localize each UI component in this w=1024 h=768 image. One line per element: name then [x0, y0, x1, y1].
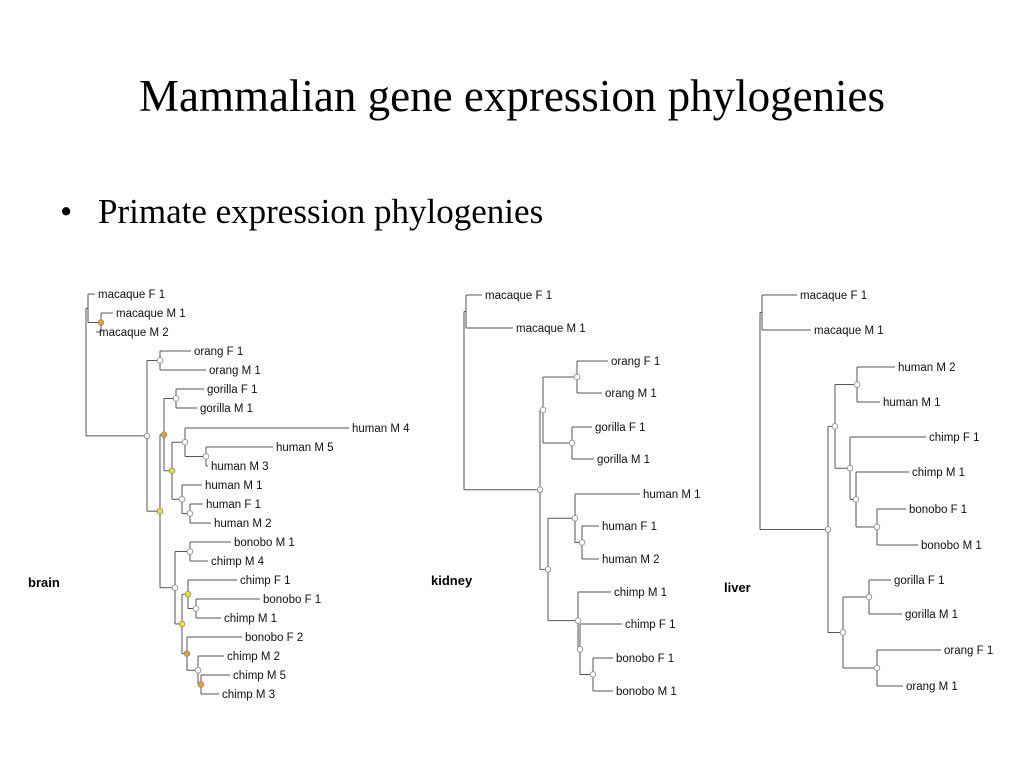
tree-node-marker [181, 439, 189, 446]
tree-node-marker [178, 620, 186, 628]
leaf-label: bonobo M 1 [234, 537, 295, 549]
leaf-label: chimp M 3 [222, 689, 275, 701]
leaf-label: chimp M 1 [912, 467, 965, 479]
tree-node-marker [168, 467, 176, 474]
tree-node-marker [853, 381, 861, 388]
tree-node-marker [186, 510, 194, 517]
bullet-glyph: • [60, 192, 73, 231]
tree-node-marker [536, 486, 544, 493]
leaf-label: macaque F 1 [98, 289, 165, 301]
leaf-label: bonobo F 1 [909, 504, 967, 516]
tree-node-marker [97, 319, 105, 326]
tree-node-marker [873, 664, 881, 672]
tree-node-marker [865, 593, 873, 601]
tree-node-marker [184, 591, 192, 598]
leaf-label: human M 1 [205, 480, 263, 492]
leaf-label: macaque M 2 [99, 327, 169, 339]
leaf-label: orang M 1 [209, 365, 261, 377]
leaf-label: chimp F 1 [929, 432, 980, 444]
leaf-label: gorilla M 1 [597, 454, 650, 466]
tree-node-marker [839, 629, 847, 636]
leaf-label: bonobo F 1 [263, 594, 321, 606]
leaf-label: gorilla F 1 [894, 575, 945, 587]
leaf-label: orang F 1 [944, 645, 993, 657]
leaf-label: chimp M 4 [211, 556, 265, 568]
leaf-label: bonobo F 1 [616, 653, 674, 665]
slide-title: Mammalian gene expression phylogenies [138, 71, 886, 121]
leaf-label: human M 1 [883, 397, 941, 409]
tree-node-marker [171, 584, 179, 591]
leaf-label: bonobo M 1 [921, 540, 982, 552]
tree-node-marker [156, 357, 164, 364]
leaf-label: human F 1 [206, 499, 261, 511]
panel-label-brain: brain [28, 575, 60, 590]
leaf-label: gorilla M 1 [200, 403, 253, 415]
tree-node-marker [192, 605, 200, 612]
leaf-label: chimp F 1 [625, 619, 676, 631]
tree-node-marker [197, 681, 205, 688]
leaf-label: human M 5 [276, 442, 334, 454]
tree-node-marker [846, 465, 854, 472]
tree-node-marker [143, 432, 151, 440]
leaf-label: chimp F 1 [240, 575, 291, 587]
leaf-label: macaque F 1 [485, 290, 552, 302]
leaf-label: macaque M 1 [814, 325, 884, 337]
tree-node-marker [873, 523, 881, 531]
tree-node-marker [578, 539, 586, 546]
tree-node-marker [571, 515, 579, 522]
bullet-item: • Primate expression phylogenies [60, 188, 543, 236]
tree-node-marker [544, 566, 552, 573]
leaf-label: human M 3 [211, 461, 269, 473]
leaf-label: gorilla M 1 [905, 609, 958, 621]
leaf-label: gorilla F 1 [595, 422, 646, 434]
leaf-label: chimp M 1 [224, 613, 277, 625]
leaf-label: orang F 1 [194, 346, 243, 358]
leaf-label: gorilla F 1 [207, 384, 258, 396]
leaf-label: macaque M 1 [116, 308, 186, 320]
tree-node-marker [576, 646, 584, 653]
tree-node-marker [539, 406, 547, 414]
leaf-label: human M 2 [898, 362, 956, 374]
leaf-label: orang M 1 [605, 388, 657, 400]
tree-node-marker [824, 526, 832, 533]
leaf-label: human M 1 [643, 489, 701, 501]
leaf-label: human M 2 [602, 554, 660, 566]
leaf-label: chimp M 5 [233, 670, 286, 682]
panel-label-liver: liver [724, 580, 751, 595]
tree-node-marker [574, 617, 582, 624]
tree-node-marker [178, 496, 186, 503]
tree-node-marker [831, 423, 839, 430]
bullet-text: Primate expression phylogenies [98, 192, 544, 231]
leaf-label: macaque M 1 [516, 323, 586, 335]
leaf-label: orang F 1 [611, 356, 660, 368]
leaf-label: chimp M 2 [227, 651, 280, 663]
tree-liver: liver macaque F 1 macaque M 1 human M 2 hum… [724, 290, 993, 693]
tree-kidney: kidney macaque F 1 macaque M 1 orang F 1 or… [431, 290, 701, 698]
tree-brain: brain macaque F 1 macaque M 1 macaque M 2 o… [28, 289, 410, 701]
tree-node-marker [202, 453, 210, 460]
leaf-label: human M 4 [352, 423, 410, 435]
tree-node-marker [186, 548, 194, 555]
tree-node-marker [183, 650, 191, 657]
tree-node-marker [160, 431, 168, 438]
tree-node-marker [156, 507, 164, 515]
tree-node-marker [589, 671, 597, 678]
tree-node-marker [172, 395, 180, 402]
leaf-label: human M 2 [214, 518, 272, 530]
tree-node-marker [573, 373, 581, 381]
leaf-label: bonobo M 1 [616, 686, 677, 698]
tree-node-marker [194, 667, 202, 674]
tree-node-marker [852, 496, 860, 503]
panel-label-kidney: kidney [431, 573, 473, 588]
leaf-label: human F 1 [602, 521, 657, 533]
leaf-label: bonobo F 2 [245, 632, 303, 644]
leaf-label: orang M 1 [906, 681, 958, 693]
leaf-label: chimp M 1 [614, 587, 667, 599]
tree-node-marker [568, 439, 576, 447]
leaf-label: macaque F 1 [800, 290, 867, 302]
